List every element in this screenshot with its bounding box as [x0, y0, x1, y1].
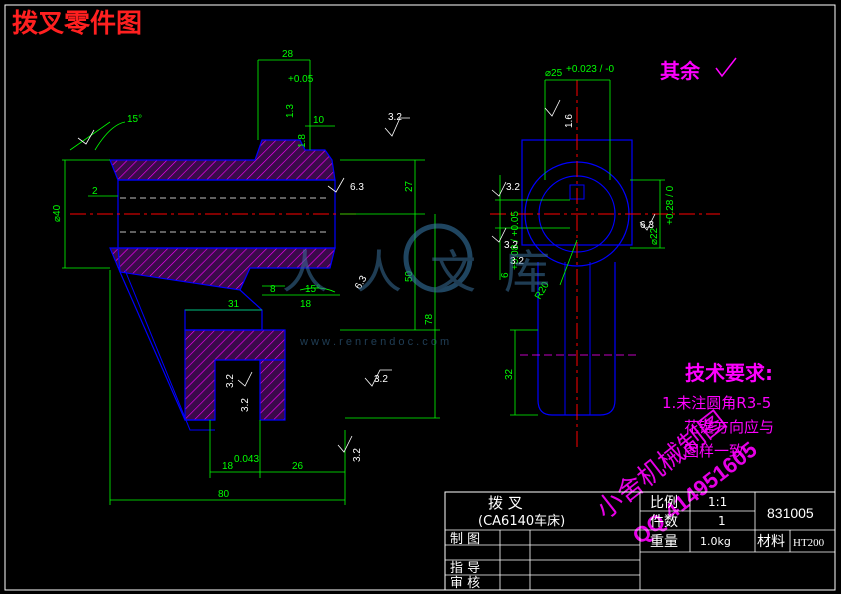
watermark: 人人文库 w w w . r e n r e n d o c . c o m	[282, 223, 578, 348]
title-block: 拨 叉 (CA6140车床) 比例 1:1 件数 1 831005 重量 1.0…	[444, 491, 836, 591]
dim-78: 78	[424, 313, 435, 325]
tol-6: +0.08 / +0.05	[510, 211, 521, 270]
dim-80: 80	[218, 489, 230, 500]
tol-22: +0.28 / 0	[665, 185, 676, 225]
angle-15-a: 15°	[127, 114, 142, 125]
tb-weight: 1.0kg	[700, 535, 731, 548]
side-view: ⌀25 +0.023 / -0 ⌀22 +0.28 / 0 6 +0.08 / …	[490, 64, 720, 450]
roughness-3-2-a: 3.2	[388, 112, 402, 123]
dim-8: 8	[270, 284, 276, 295]
tb-machine: (CA6140车床)	[478, 513, 565, 529]
dim-1-8: 1.8	[297, 134, 308, 148]
roughness-3-2-g: 3.2	[504, 240, 518, 251]
dim-32: 32	[504, 368, 515, 380]
dim-1-3: 1.3	[285, 104, 296, 118]
roughness-3-2-c: 3.2	[225, 374, 236, 388]
roughness-3-2-e: 3.2	[240, 398, 251, 412]
tb-material-label: 材料	[757, 534, 785, 550]
watermark-brand: 人人文库	[282, 245, 578, 299]
tb-drawn: 制 图	[450, 532, 480, 547]
dim-18-tol: 18	[222, 461, 234, 472]
tb-number: 831005	[767, 505, 814, 521]
tech-heading: 技术要求:	[685, 361, 773, 385]
dim-25: ⌀25	[545, 68, 563, 79]
angle-15-b: 15°	[305, 284, 320, 295]
roughness-6-3-a: 6.3	[350, 182, 364, 193]
roughness-3-2-d: 3.2	[352, 448, 363, 462]
tb-qty: 1	[718, 514, 726, 528]
tb-part-name: 拨 叉	[488, 494, 523, 512]
dim-31: 31	[228, 299, 240, 310]
tb-ratio: 1:1	[708, 495, 727, 509]
drawing-title: 拨叉零件图	[12, 9, 142, 39]
front-section-view: 28 10 2 ⌀40 27 50 78 31 8 18 26 80 18 0.…	[52, 49, 440, 505]
watermark-url: w w w . r e n r e n d o c . c o m	[299, 336, 449, 348]
tb-weight-label: 重量	[650, 534, 678, 550]
tb-check: 审 核	[450, 576, 480, 591]
dim-40: ⌀40	[52, 204, 63, 222]
drawing-border	[4, 4, 836, 591]
tol-25: +0.023 / -0	[566, 64, 615, 75]
roughness-other-note: 其余	[660, 59, 701, 83]
dim-2: 2	[92, 186, 98, 197]
dim-26: 26	[292, 461, 304, 472]
tb-material: HT200	[793, 537, 825, 549]
dim-10: 10	[313, 115, 325, 126]
roughness-6-3-c: 6.3	[640, 220, 654, 231]
tech-line-1: 1.未注圆角R3-5	[662, 394, 771, 412]
tb-ratio-label: 比例	[650, 495, 678, 511]
dim-27: 27	[404, 180, 415, 192]
tb-guide: 指 导	[450, 561, 480, 576]
roughness-3-2-b: 3.2	[374, 374, 388, 385]
tol-18: 0.043	[234, 454, 259, 465]
dim-18: 18	[300, 299, 312, 310]
roughness-1-6: 1.6	[564, 114, 575, 128]
roughness-other-symbol	[715, 57, 737, 78]
side-arm	[537, 262, 616, 416]
tol-8: +0.05	[288, 74, 314, 85]
watermark-logo	[403, 223, 473, 293]
tb-qty-label: 件数	[650, 514, 678, 530]
dim-6: 6	[500, 272, 511, 278]
roughness-3-2-f: 3.2	[506, 182, 520, 193]
dim-22: ⌀22	[649, 227, 660, 245]
r20-leader	[559, 239, 578, 286]
body-edge	[124, 269, 215, 431]
tech-line-3: 图样一致	[684, 442, 744, 460]
tech-line-2: 花键方向应与	[684, 418, 774, 436]
dim-28: 28	[282, 49, 294, 60]
fork-tip-hatch	[259, 359, 286, 421]
tech-requirements: 技术要求: 1.未注圆角R3-5 花键方向应与 图样一致	[662, 361, 774, 460]
roughness-3-2-h: 3.2	[510, 256, 524, 267]
